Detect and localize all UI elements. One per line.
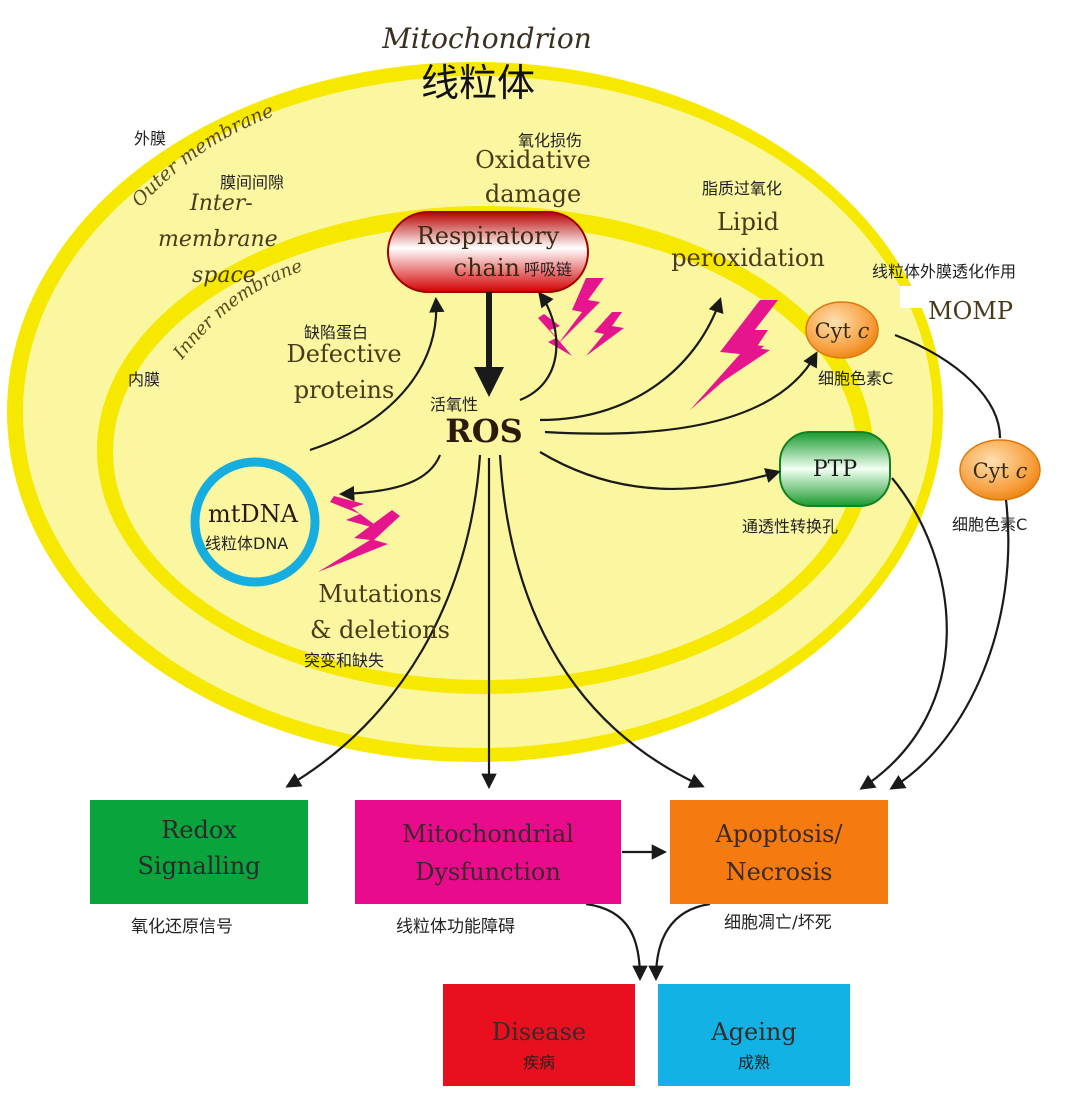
- mtdna-zh: 线粒体DNA: [205, 534, 288, 553]
- mtdna-ring: [190, 457, 320, 587]
- mito-dysfunction-en-1: Mitochondrial: [402, 820, 574, 848]
- oxidative-damage-en-1: Oxidative: [475, 146, 591, 174]
- apoptosis-en-2: Necrosis: [726, 858, 833, 886]
- cytc-outer-zh: 细胞色素C: [952, 515, 1027, 534]
- ageing-zh: 成熟: [738, 1053, 770, 1072]
- lightning-icon: [586, 312, 624, 356]
- mito-dysfunction-zh: 线粒体功能障碍: [396, 917, 515, 937]
- lightning-icon: [690, 300, 778, 410]
- inner-arrows: [285, 291, 1010, 982]
- redox-box: [90, 800, 308, 904]
- mtdna-label: mtDNA: [208, 500, 299, 528]
- disease-box: [443, 984, 635, 1086]
- redox-en-2: Signalling: [137, 852, 260, 880]
- lipid-arrow: [539, 297, 724, 422]
- cytc-arrow: [544, 351, 818, 435]
- lightning-icon: [558, 278, 604, 344]
- ptp-zh: 通透性转换孔: [742, 517, 838, 536]
- mutations-en-1: Mutations: [318, 580, 442, 608]
- dysfunction-to-disease-arrow: [585, 902, 648, 982]
- cytc-inner-label: Cyt c: [815, 319, 870, 343]
- cytc-outer-label: Cyt c: [973, 459, 1028, 483]
- apoptosis-arrow: [498, 454, 705, 788]
- apoptosis-to-ageing-arrow: [648, 902, 711, 982]
- ros-zh: 活氧性: [430, 395, 478, 414]
- lightning-icon: [318, 510, 400, 572]
- defective-zh: 缺陷蛋白: [304, 323, 368, 342]
- defective-en-2: proteins: [294, 376, 395, 404]
- ptp-arrow: [539, 451, 781, 491]
- lipid-zh: 脂质过氧化: [702, 179, 782, 198]
- oxidative-arrow: [519, 291, 558, 402]
- defective-en-1: Defective: [286, 340, 401, 368]
- redox-zh: 氧化还原信号: [131, 917, 233, 937]
- ptp-label: PTP: [813, 457, 857, 482]
- ptp-to-apoptosis-arrow: [859, 477, 948, 790]
- redox-en-1: Redox: [161, 816, 237, 844]
- cytc-to-apoptosis-arrow: [889, 499, 1010, 790]
- mutations-zh: 突变和缺失: [304, 651, 384, 670]
- lightning-icon: [538, 314, 572, 356]
- disease-en: Disease: [492, 1018, 586, 1046]
- respiratory-chain-zh: 呼吸链: [524, 260, 572, 279]
- momp-release-curve: [894, 333, 1002, 439]
- inner-membrane-zh: 内膜: [128, 370, 160, 389]
- apoptosis-box: [670, 800, 888, 904]
- cytc-outer-oval: [959, 439, 1041, 501]
- cytc-inner-zh: 细胞色素C: [818, 369, 893, 388]
- intermembrane-en-2: membrane: [158, 227, 278, 252]
- title-en: Mitochondrion: [381, 22, 592, 55]
- lipid-en-2: peroxidation: [671, 244, 825, 272]
- lightning-icon: [716, 330, 770, 386]
- apoptosis-zh: 细胞凋亡/坏死: [724, 913, 832, 933]
- respiratory-chain-en-1: Respiratory: [417, 222, 560, 250]
- oxidative-damage-zh: 氧化损伤: [518, 131, 582, 150]
- momp-zh: 线粒体外膜透化作用: [872, 262, 1016, 281]
- intermembrane-zh: 膜间间隙: [220, 173, 284, 192]
- redox-arrow: [285, 454, 482, 788]
- mutations-en-2: & deletions: [310, 616, 450, 644]
- ageing-en: Ageing: [710, 1018, 796, 1046]
- intermembrane-en-1: Inter-: [189, 191, 253, 216]
- ageing-box: [658, 984, 850, 1086]
- lightning-icon: [330, 496, 382, 530]
- lightning-bolts: [318, 278, 778, 572]
- momp-gap: [900, 286, 940, 308]
- intermembrane-en-3: space: [192, 263, 256, 288]
- defective-arrow: [309, 296, 445, 452]
- cytc-inner-oval: [805, 301, 879, 359]
- mito-dysfunction-box: [355, 800, 621, 904]
- outer-membrane-zh: 外膜: [134, 129, 166, 148]
- mito-dysfunction-en-2: Dysfunction: [415, 858, 561, 886]
- oxidative-damage-en-2: damage: [485, 180, 581, 208]
- lipid-en-1: Lipid: [717, 208, 779, 236]
- apoptosis-en-1: Apoptosis/: [715, 820, 844, 848]
- title-zh: 线粒体: [421, 61, 535, 105]
- momp-en: MOMP: [928, 297, 1013, 325]
- disease-zh: 疾病: [523, 1053, 555, 1072]
- ros-label: ROS: [445, 412, 523, 450]
- mtdna-arrow: [338, 454, 442, 502]
- respiratory-chain-en-2: chain: [454, 254, 520, 282]
